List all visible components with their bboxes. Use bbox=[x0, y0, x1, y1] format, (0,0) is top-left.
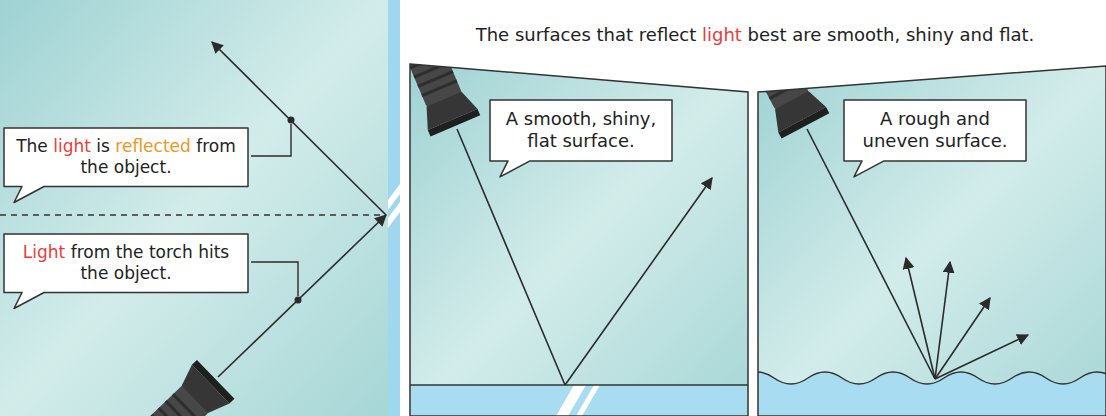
leader-line bbox=[251, 124, 291, 156]
light-ray bbox=[565, 178, 712, 385]
text-word: The bbox=[16, 136, 53, 156]
text-word: A bbox=[506, 108, 524, 129]
text-word: from bbox=[196, 136, 236, 156]
callout-box: A smooth, shiny, flat surface. bbox=[490, 100, 672, 161]
text-word: surface. bbox=[562, 130, 634, 151]
light-ray bbox=[906, 258, 935, 379]
text-word: The bbox=[476, 24, 515, 45]
text-word: the bbox=[80, 157, 113, 177]
callout-box: Light from the torch hits the object. bbox=[4, 234, 248, 292]
leader-line bbox=[251, 262, 298, 296]
text-word: is bbox=[96, 136, 115, 156]
flat-surface bbox=[410, 385, 748, 416]
text-word: and bbox=[956, 108, 990, 129]
text-word: torch bbox=[149, 242, 198, 262]
title: The surfaces that reflect light best are… bbox=[410, 24, 1100, 47]
normal-line bbox=[0, 214, 386, 216]
text-word: light bbox=[702, 24, 748, 45]
text-word: object. bbox=[114, 263, 172, 283]
text-word: shiny bbox=[906, 24, 960, 45]
text-word: smooth, bbox=[827, 24, 906, 45]
text-word: reflect bbox=[639, 24, 702, 45]
torch bbox=[103, 360, 235, 416]
light-ray bbox=[935, 335, 1028, 379]
panel bbox=[0, 0, 388, 416]
callout-text: A rough and uneven surface. bbox=[854, 108, 1016, 152]
rough-surface bbox=[740, 372, 1106, 416]
text-word: flat. bbox=[999, 24, 1034, 45]
text-word: uneven bbox=[863, 130, 936, 151]
mirror bbox=[388, 0, 400, 416]
text-word: best bbox=[748, 24, 793, 45]
text-word: hits bbox=[198, 242, 229, 262]
callout-box: A rough and uneven surface. bbox=[844, 100, 1026, 161]
callout-text: Light from the torch hits the object. bbox=[14, 242, 238, 283]
torch bbox=[720, 0, 829, 139]
callout-box: The light is reflected from the object. bbox=[4, 128, 248, 186]
text-word: shiny, bbox=[603, 108, 657, 129]
text-word: Light bbox=[23, 242, 71, 262]
callout-text: A smooth, shiny, flat surface. bbox=[500, 108, 662, 152]
text-word: and bbox=[960, 24, 1000, 45]
text-word: reflected bbox=[115, 136, 196, 156]
text-word: A bbox=[880, 108, 898, 129]
text-word: surface. bbox=[935, 130, 1007, 151]
text-word: the bbox=[116, 242, 149, 262]
text-word: light bbox=[53, 136, 96, 156]
text-word: flat bbox=[527, 130, 562, 151]
text-word: are bbox=[792, 24, 827, 45]
text-word: that bbox=[597, 24, 639, 45]
text-word: the bbox=[80, 263, 113, 283]
callout-text: The light is reflected from the object. bbox=[14, 136, 238, 177]
text-word: from bbox=[71, 242, 116, 262]
text-word: surfaces bbox=[515, 24, 597, 45]
text-word: object. bbox=[114, 157, 172, 177]
text-word: rough bbox=[898, 108, 956, 129]
text-word: smooth, bbox=[524, 108, 603, 129]
